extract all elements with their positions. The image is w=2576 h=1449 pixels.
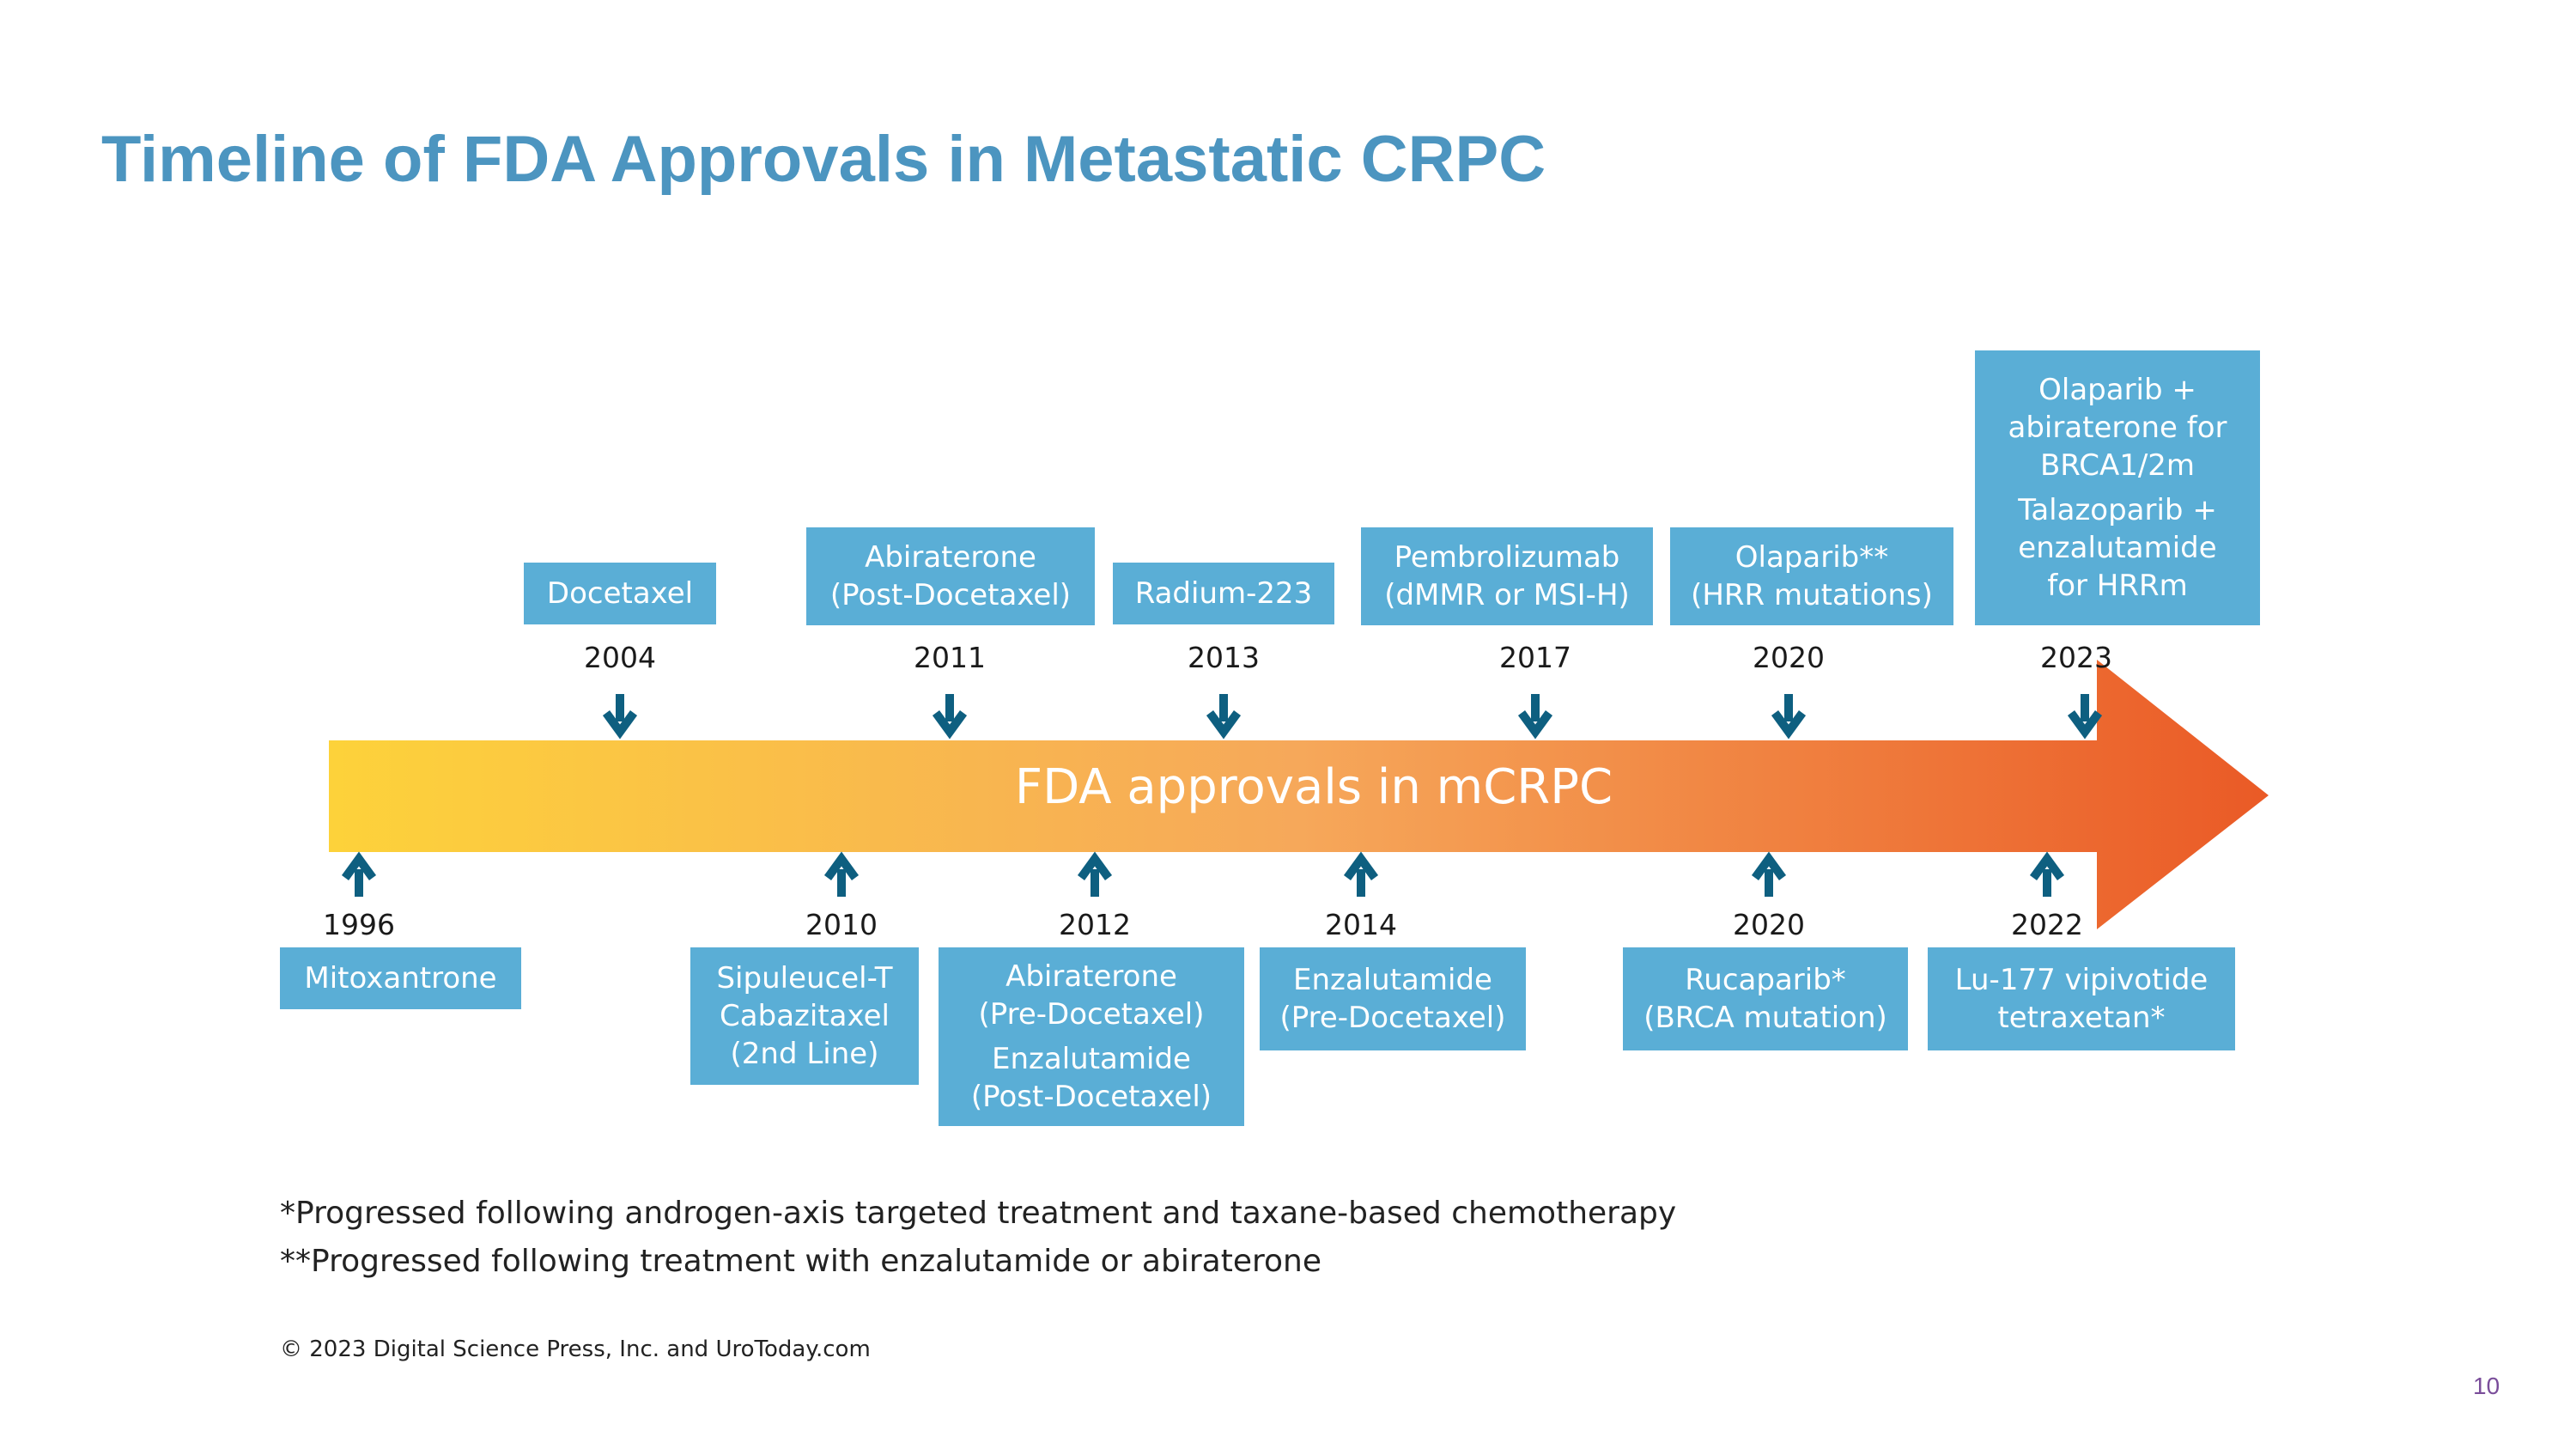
box-line: abiraterone for: [2008, 411, 2227, 445]
box-line: Docetaxel: [546, 576, 694, 611]
page-title: Timeline of FDA Approvals in Metastatic …: [101, 123, 1546, 196]
top-box-olaparib: Olaparib** (HRR mutations): [1670, 527, 1953, 625]
arrow-down-2013: [1210, 694, 1237, 732]
arrow-up-2020b: [1755, 859, 1783, 897]
top-box-olaparib-talazoparib: Olaparib + abiraterone for BRCA1/2m Tala…: [1975, 350, 2260, 625]
arrow-down-2023: [2071, 694, 2099, 732]
box-line: Sipuleucel-T: [716, 961, 893, 995]
box-line: (BRCA mutation): [1643, 1001, 1887, 1035]
box-line: Abiraterone: [1005, 959, 1177, 994]
year-label: 1996: [323, 908, 395, 941]
bottom-box-lu177: Lu-177 vipivotide tetraxetan*: [1928, 947, 2235, 1050]
arrow-up-2012: [1081, 859, 1109, 897]
bottom-box-mitoxantrone: Mitoxantrone: [280, 947, 521, 1009]
arrow-down-2004: [606, 694, 634, 732]
box-line: for HRRm: [2047, 569, 2188, 603]
year-label: 2017: [1499, 641, 1571, 674]
box-line: Talazoparib +: [2018, 493, 2217, 527]
footnote-double-asterisk: **Progressed following treatment with en…: [280, 1244, 1321, 1279]
arrow-up-2014: [1347, 859, 1375, 897]
box-line: Rucaparib*: [1685, 963, 1846, 997]
box-line: (2nd Line): [730, 1037, 879, 1071]
year-label: 2023: [2040, 641, 2112, 674]
copyright: © 2023 Digital Science Press, Inc. and U…: [280, 1336, 871, 1362]
top-box-abiraterone-post: Abiraterone (Post-Docetaxel): [806, 527, 1095, 625]
box-line: (Post-Docetaxel): [829, 578, 1072, 612]
box-line: (Post-Docetaxel): [970, 1080, 1212, 1114]
top-box-docetaxel: Docetaxel: [524, 563, 716, 624]
box-line: Cabazitaxel: [720, 999, 890, 1033]
arrow-up-1996: [345, 859, 373, 897]
box-line: Mitoxantrone: [304, 961, 497, 995]
year-label: 2011: [914, 641, 986, 674]
arrow-up-2010: [828, 859, 855, 897]
arrow-down-2020: [1775, 694, 1802, 732]
box-line: Abiraterone: [865, 540, 1036, 575]
box-line: (Pre-Docetaxel): [978, 997, 1205, 1032]
bottom-box-rucaparib: Rucaparib* (BRCA mutation): [1623, 947, 1908, 1050]
box-line: (HRR mutations): [1691, 578, 1933, 612]
arrow-down-2017: [1522, 694, 1549, 732]
bottom-box-abiraterone-enzalutamide: Abiraterone (Pre-Docetaxel) Enzalutamide…: [939, 947, 1244, 1126]
year-label: 2004: [584, 641, 656, 674]
box-line: Radium-223: [1134, 576, 1313, 611]
box-line: Olaparib +: [2038, 373, 2196, 407]
top-box-pembrolizumab: Pembrolizumab (dMMR or MSI-H): [1361, 527, 1653, 625]
top-box-radium: Radium-223: [1113, 563, 1334, 624]
year-label: 2010: [805, 908, 878, 941]
timeline-banner-arrow: [329, 660, 2269, 929]
bottom-box-sipuleucel: Sipuleucel-T Cabazitaxel (2nd Line): [690, 947, 919, 1085]
box-line: (dMMR or MSI-H): [1384, 578, 1630, 612]
bottom-box-enzalutamide-pre: Enzalutamide (Pre-Docetaxel): [1260, 947, 1526, 1050]
box-line: (Pre-Docetaxel): [1279, 1001, 1506, 1035]
footnote-single-asterisk: *Progressed following androgen-axis targ…: [280, 1196, 1677, 1231]
year-label: 2012: [1059, 908, 1131, 941]
box-line: Pembrolizumab: [1394, 540, 1620, 575]
box-line: tetraxetan*: [1997, 1001, 2166, 1035]
banner-label: FDA approvals in mCRPC: [1014, 759, 1613, 815]
year-label: 2020: [1733, 908, 1805, 941]
year-label: 2014: [1325, 908, 1397, 941]
arrow-up-2022: [2033, 859, 2061, 897]
box-line: Olaparib**: [1735, 540, 1889, 575]
box-line: Enzalutamide: [992, 1042, 1191, 1076]
box-line: enzalutamide: [2018, 531, 2217, 565]
box-line: Lu-177 vipivotide: [1954, 963, 2208, 997]
arrow-down-2011: [936, 694, 963, 732]
box-line: BRCA1/2m: [2039, 448, 2196, 483]
box-line: Enzalutamide: [1293, 963, 1492, 997]
year-label: 2020: [1753, 641, 1825, 674]
year-label: 2022: [2011, 908, 2083, 941]
year-label: 2013: [1188, 641, 1260, 674]
page-number: 10: [2473, 1373, 2500, 1399]
